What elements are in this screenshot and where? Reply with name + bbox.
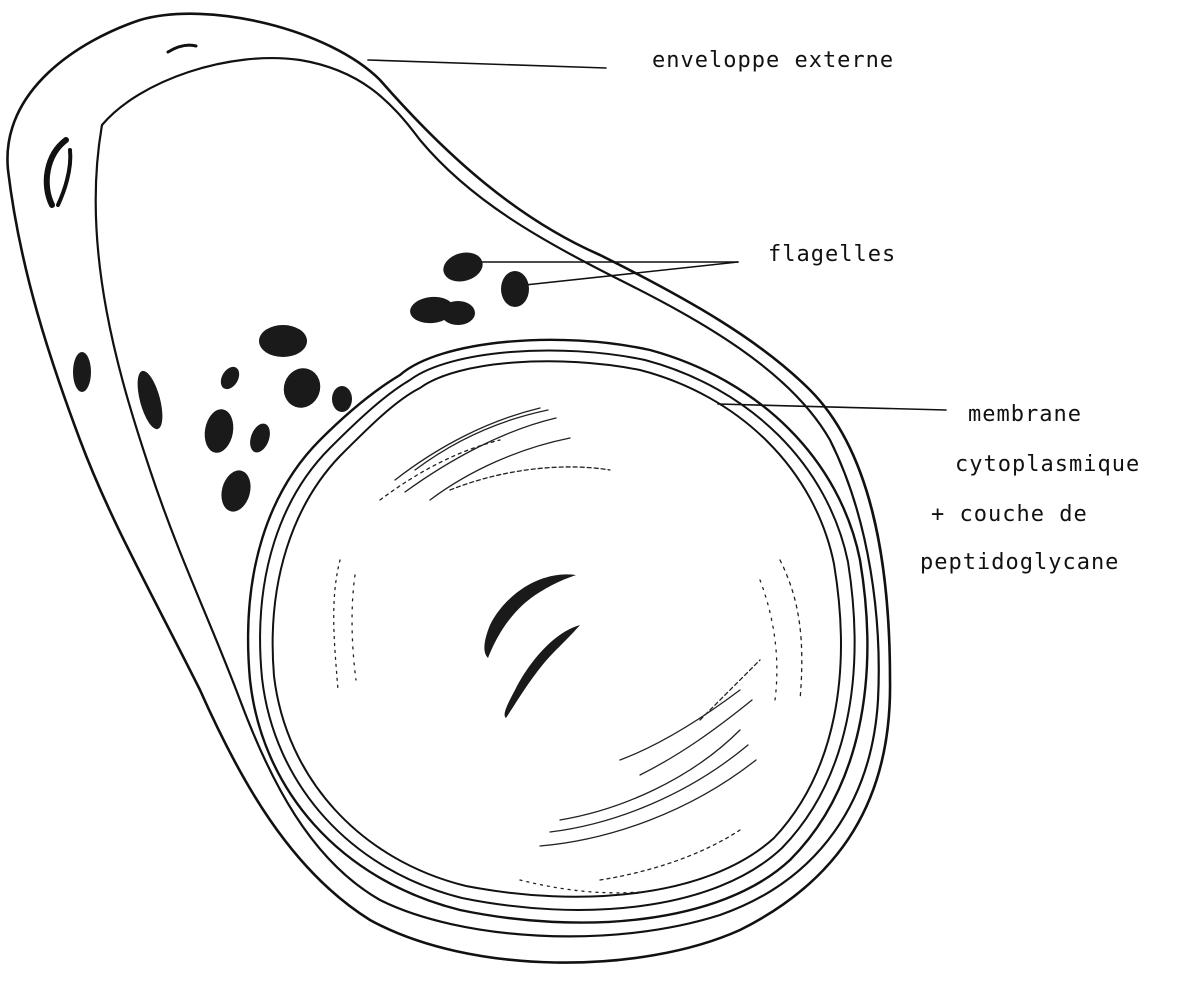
label-flagella: flagelles: [768, 242, 896, 267]
label-membrane-line-3: + couche de: [931, 502, 1088, 527]
flagellum-section: [278, 363, 326, 413]
cytoplasmic-membrane-middle: [260, 350, 854, 909]
leader-line-envelope: [368, 60, 606, 68]
envelope-inclusion: [133, 368, 168, 431]
envelope-crescent-mark: [58, 150, 70, 205]
cytoplasmic-membrane-inner: [273, 361, 841, 896]
envelope-inner-outline: [96, 58, 879, 936]
flagellum-section: [441, 301, 475, 325]
flagellum-section: [259, 325, 307, 357]
envelope-tick-mark: [168, 45, 196, 52]
leader-line-membrane: [718, 404, 946, 410]
cytoplasm-hatching: [334, 408, 802, 893]
label-membrane-line-4: peptidoglycane: [920, 550, 1119, 575]
nucleoid-streak: [484, 574, 576, 658]
label-membrane-line-1: membrane: [968, 402, 1082, 427]
leader-line-flagella-2: [525, 262, 738, 285]
nucleoid-streak: [505, 625, 580, 718]
flagellum-section: [201, 407, 236, 455]
flagellum-section: [501, 271, 529, 307]
flagellum-section: [217, 364, 243, 393]
flagellum-section: [440, 248, 486, 285]
flagellum-section: [217, 467, 255, 515]
envelope-inclusion: [73, 352, 91, 392]
label-outer-envelope: enveloppe externe: [652, 48, 894, 73]
flagellum-section: [246, 421, 273, 455]
flagellum-section: [332, 386, 352, 412]
label-membrane-line-2: cytoplasmique: [955, 452, 1140, 477]
outer-envelope-outline: [7, 14, 890, 963]
